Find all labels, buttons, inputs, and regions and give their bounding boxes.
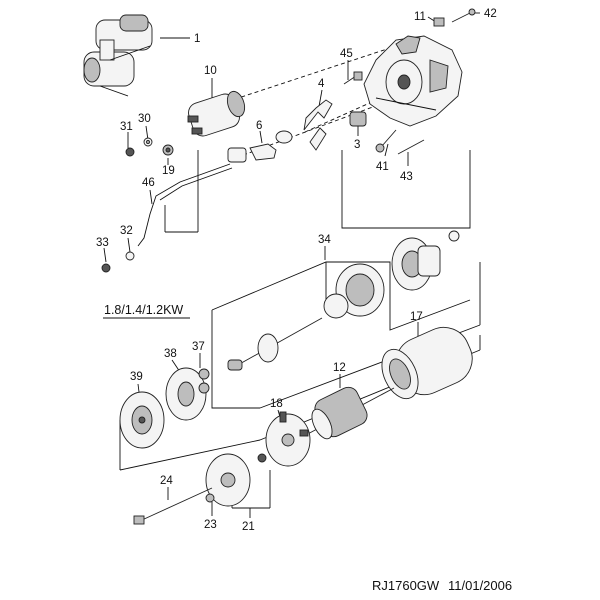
callout-labels: 1 10 11 42 45 4 30 31 19 6 3 41 43 46 32…: [96, 8, 497, 533]
part-17-field-frame: [381, 326, 473, 400]
part-32-washer: [125, 251, 135, 261]
callout-37: 37: [192, 341, 205, 353]
planetary-ring-gear: [323, 263, 385, 319]
part-24-through-bolt: [133, 487, 213, 525]
callout-42: 42: [484, 8, 497, 20]
drive-pinion-assembly: [391, 230, 460, 291]
callout-18: 18: [270, 398, 283, 410]
callout-30: 30: [138, 113, 151, 125]
callout-32: 32: [120, 225, 133, 237]
part-39-end-shield: [119, 391, 165, 449]
part-19-nut: [162, 144, 174, 156]
drive-end-housing: [363, 35, 463, 127]
callout-19: 19: [162, 165, 175, 177]
part-3-pinion: [349, 111, 367, 127]
callout-11: 11: [414, 11, 426, 23]
callout-1: 1: [194, 33, 200, 45]
part-37-planet-gears: [198, 368, 210, 394]
callout-39: 39: [130, 371, 143, 383]
callout-38: 38: [164, 348, 177, 360]
callout-45: 45: [340, 48, 353, 60]
callout-23: 23: [204, 519, 217, 531]
part-31-nut: [125, 147, 135, 157]
footer-code: RJ1760GW: [372, 578, 440, 593]
callout-4: 4: [318, 78, 325, 90]
part-18-brush-holder: [265, 411, 311, 467]
callout-24: 24: [160, 475, 173, 487]
callout-17: 17: [410, 311, 423, 323]
part-43-stud: [397, 139, 425, 155]
part-23-screw: [205, 493, 215, 503]
planet-carrier-shaft: [227, 317, 323, 371]
callout-46: 46: [142, 177, 155, 189]
callout-6: 6: [256, 120, 262, 132]
callout-3: 3: [354, 139, 360, 151]
part-41-bolt: [375, 129, 397, 153]
part-42-screw: [451, 8, 476, 23]
callout-10: 10: [204, 65, 217, 77]
callout-33: 33: [96, 237, 109, 249]
variant-label-group: 1.8/1.4/1.2KW: [103, 303, 190, 319]
part-1-starter-assembly: [83, 14, 153, 97]
callout-41: 41: [376, 161, 389, 173]
callout-34: 34: [318, 234, 331, 246]
part-33-nut: [101, 263, 111, 273]
footer-date: 11/01/2006: [448, 578, 512, 593]
callout-12: 12: [333, 362, 346, 374]
callout-21: 21: [242, 521, 255, 533]
callout-31: 31: [120, 121, 133, 133]
variant-label: 1.8/1.4/1.2KW: [104, 303, 183, 317]
part-6-bracket: [249, 143, 277, 161]
callout-43: 43: [400, 171, 413, 183]
part-38-carrier: [165, 367, 207, 421]
part-11-nut: [433, 17, 445, 27]
part-4-shift-fork: [275, 99, 333, 151]
part-10-solenoid: [187, 90, 246, 137]
part-21-end-frame: [205, 453, 267, 507]
part-30-washer: [143, 137, 153, 147]
footer: RJ1760GW 11/01/2006: [372, 578, 512, 593]
part-45-bolt: [343, 71, 363, 85]
part-46-cable: [137, 147, 247, 247]
part-12-armature: [303, 386, 395, 440]
